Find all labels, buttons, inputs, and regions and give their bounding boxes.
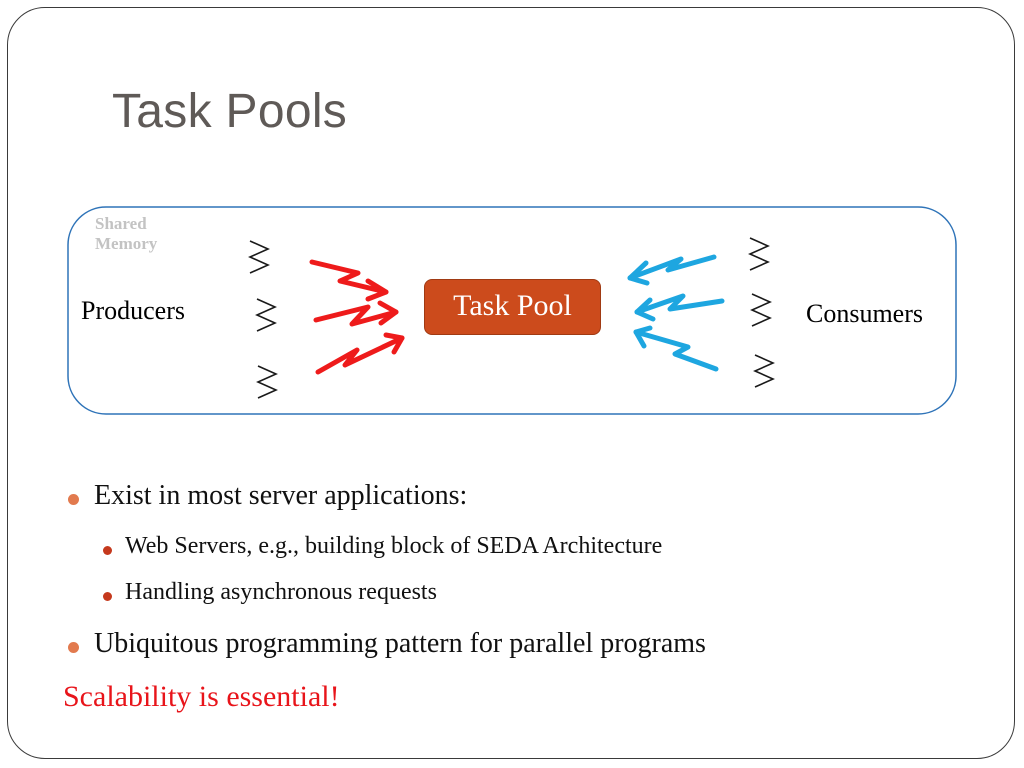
- consumer-arrow: [634, 293, 725, 322]
- task-pool-box: Task Pool: [424, 279, 601, 335]
- consumer-arrows: [627, 254, 725, 372]
- consumers-label: Consumers: [806, 299, 923, 328]
- bullet-item: Ubiquitous programming pattern for paral…: [94, 628, 706, 659]
- producer-arrow: [315, 332, 405, 375]
- producer-arrow: [313, 300, 399, 327]
- consumer-thread-squiggle: [748, 237, 770, 271]
- producers-label: Producers: [81, 296, 185, 325]
- consumer-threads: [748, 237, 775, 388]
- consumer-arrow: [633, 325, 719, 372]
- sub-bullet-dot: [103, 546, 112, 555]
- producer-arrows: [309, 259, 405, 375]
- consumer-thread-squiggle: [753, 354, 775, 388]
- shared-memory-container: [67, 206, 957, 415]
- bullet-dot: [68, 642, 79, 653]
- sub-bullet-item: Handling asynchronous requests: [125, 579, 437, 605]
- sub-bullet-item: Web Servers, e.g., building block of SED…: [125, 533, 663, 559]
- shared-memory-label: Shared Memory: [95, 214, 158, 253]
- producer-arrow: [309, 259, 389, 302]
- consumer-thread-squiggle: [750, 293, 772, 327]
- bullet-item: Exist in most server applications:: [94, 480, 468, 511]
- slide-frame: [7, 7, 1015, 759]
- emphasis-text: Scalability is essential!: [63, 680, 340, 713]
- bullet-dot: [68, 494, 79, 505]
- sub-bullet-dot: [103, 592, 112, 601]
- producer-thread-squiggle: [248, 240, 270, 274]
- slide-title: Task Pools: [112, 85, 348, 138]
- producer-thread-squiggle: [255, 298, 277, 332]
- producer-thread-squiggle: [256, 365, 278, 399]
- producer-threads: [248, 240, 278, 399]
- consumer-arrow: [627, 254, 717, 286]
